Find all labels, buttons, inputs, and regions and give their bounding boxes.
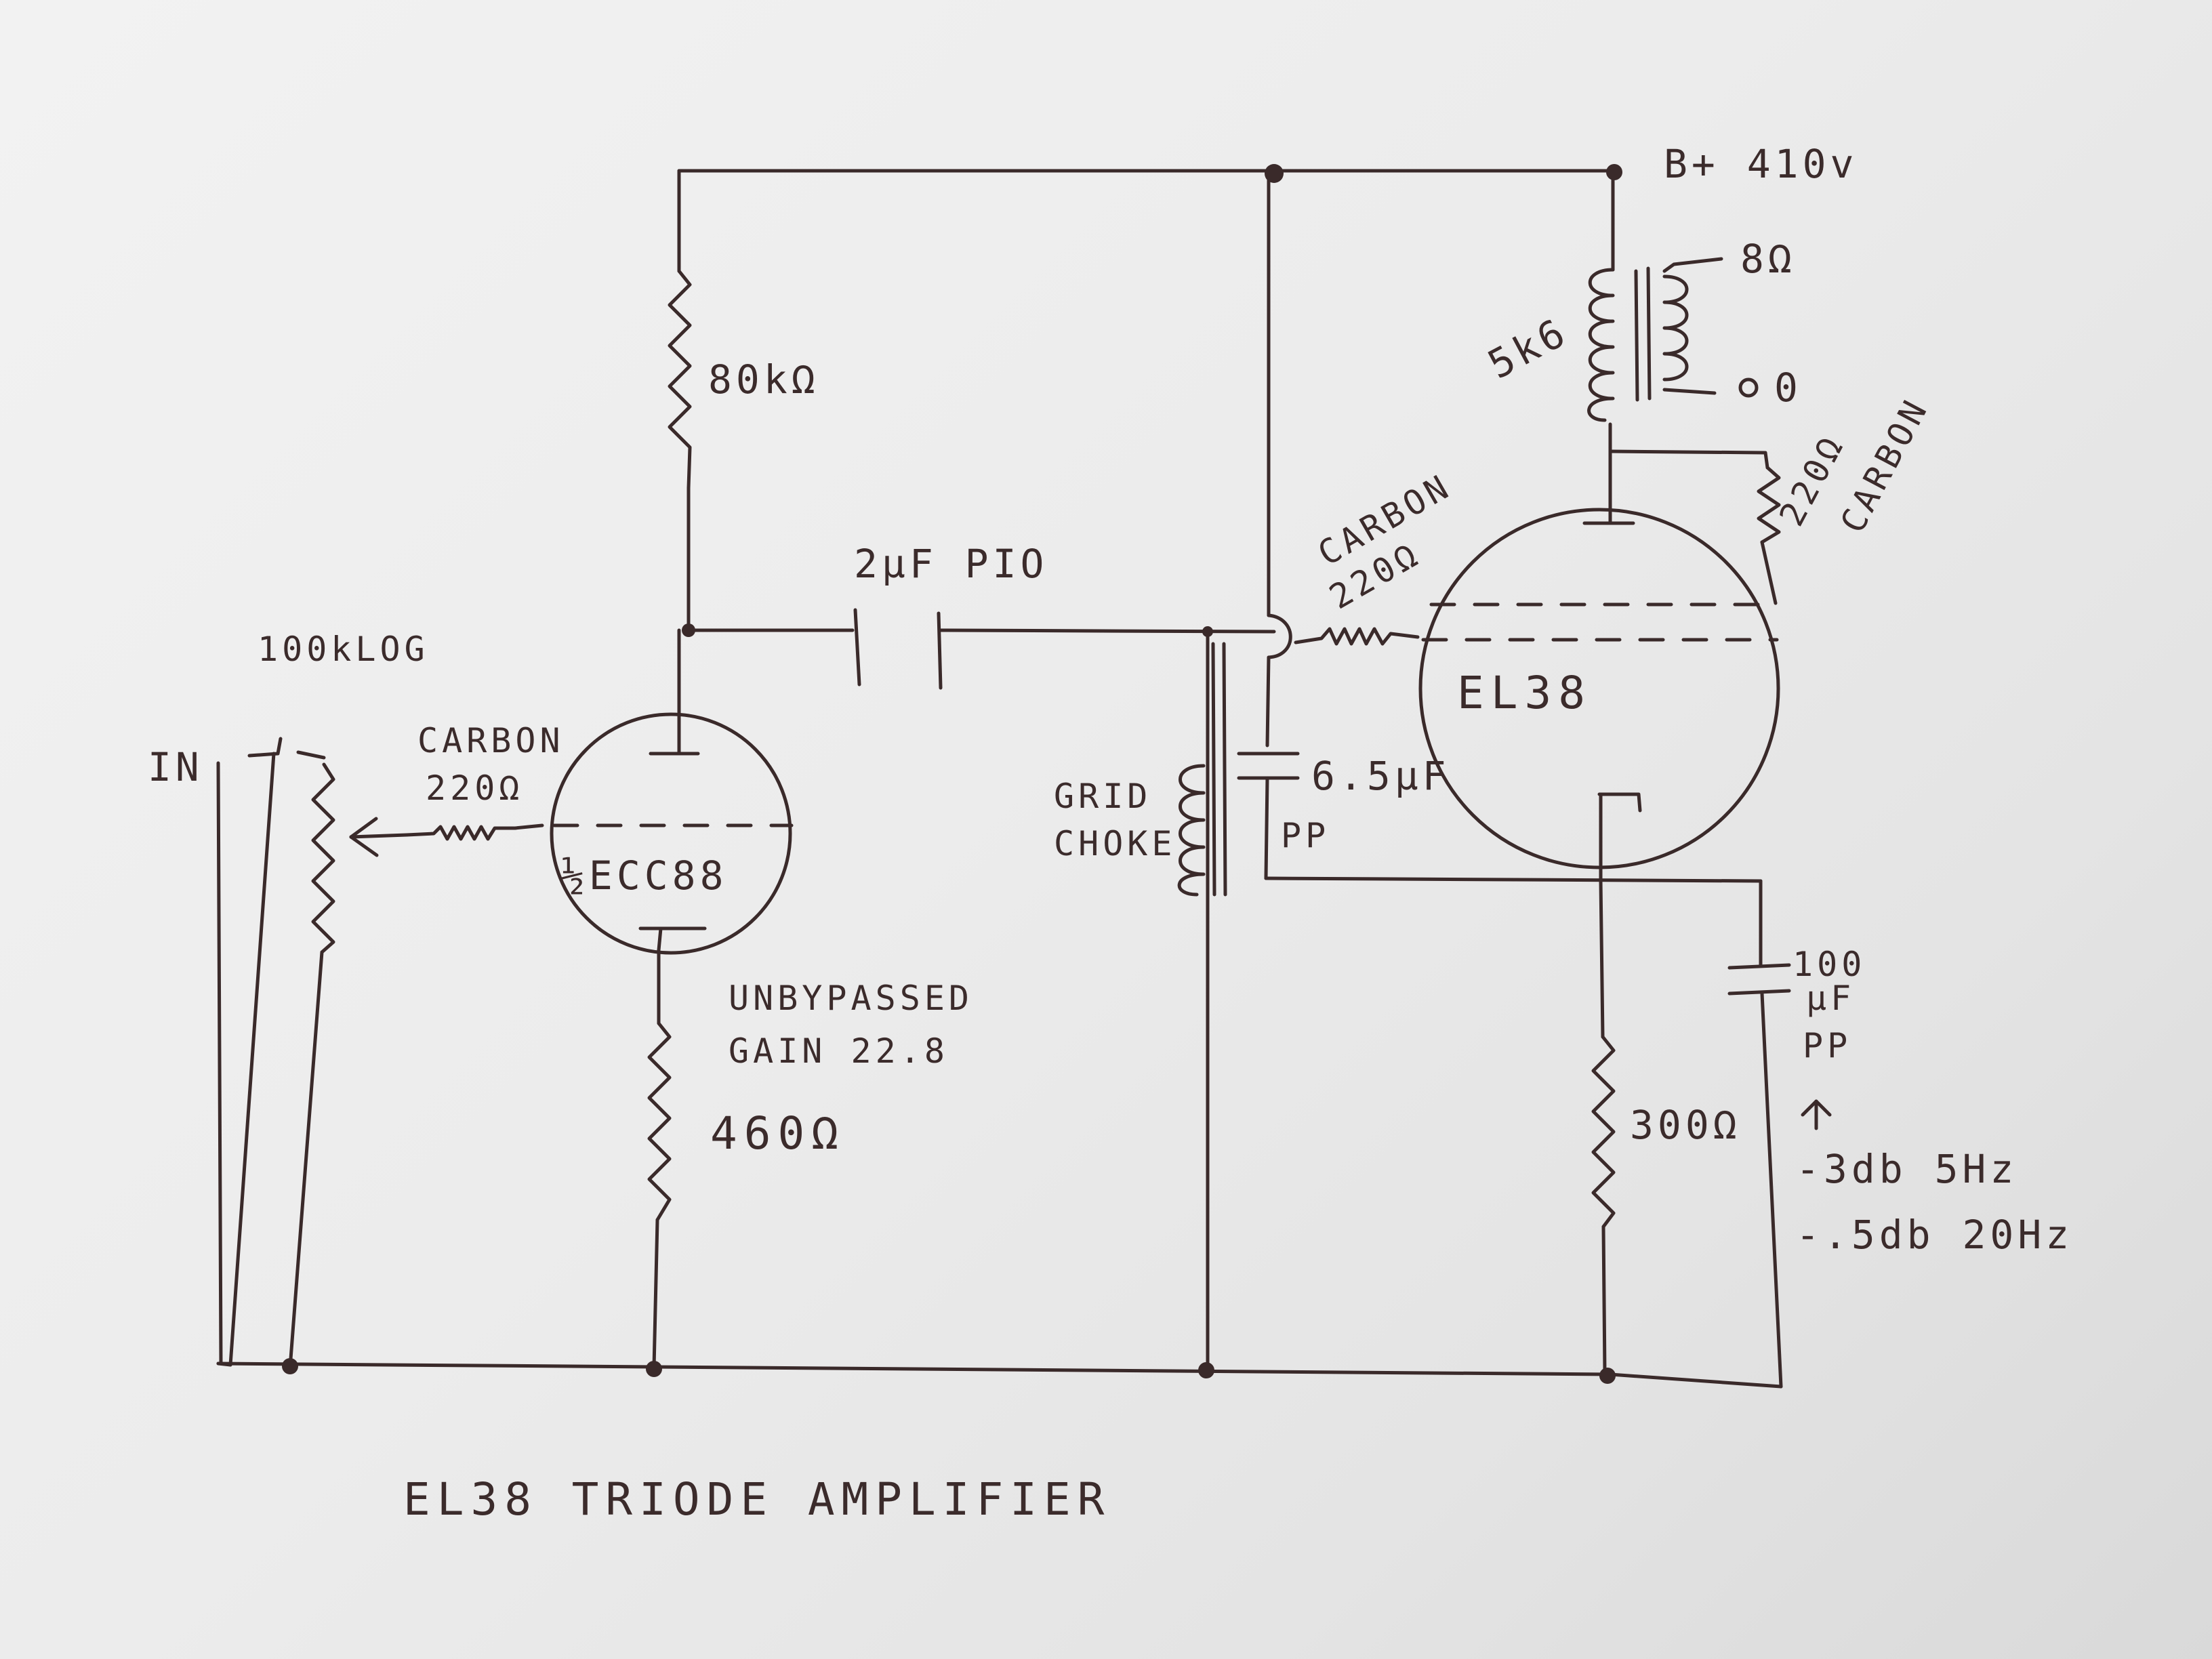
ecc88-tube (550, 628, 794, 955)
response-line-1: -3db 5Hz (1796, 1146, 2018, 1192)
grid-stopper-1-type: CARBON (417, 721, 565, 760)
cathode-resistor-460 (647, 948, 672, 1370)
ecc88-label: ½ECC88 (561, 853, 728, 899)
grid-stopper-2 (1294, 627, 1420, 646)
diagram-title: EL38 TRIODE AMPLIFIER (403, 1473, 1111, 1525)
cathode-bypass-cap (1608, 879, 1791, 1389)
screen-cap-value: 6.5μF (1311, 753, 1450, 799)
screen-stopper-right (1608, 449, 1781, 605)
el38-label: EL38 (1457, 667, 1592, 719)
gain-note: GAIN 22.8 (729, 1031, 949, 1071)
plate-resistor-label: 80kΩ (708, 356, 819, 403)
response-line-2: -.5db 20Hz (1796, 1212, 2073, 1258)
grid-choke-label-1: GRID (1054, 777, 1151, 816)
pot-label: 100kLOG (258, 630, 429, 669)
coupling-cap-label: 2μF PIO (854, 541, 1048, 587)
el38-tube (1418, 445, 1780, 883)
cathode-resistor-300 (1591, 879, 1616, 1375)
grid-choke (1177, 626, 1227, 1370)
input-label: IN (148, 744, 203, 790)
output-transformer (1587, 170, 1759, 449)
tap-high-label: 8Ω (1740, 236, 1796, 282)
tap-low-label: 0 (1774, 365, 1802, 411)
ground-rail (216, 761, 1616, 1384)
supply-rail (677, 164, 1622, 273)
bypass-cap-type: PP (1803, 1026, 1851, 1065)
coupling-capacitor (682, 608, 1276, 690)
cathode-resistor-2-label: 300Ω (1630, 1102, 1741, 1148)
grid-choke-label-2: CHOKE (1054, 824, 1176, 863)
bypass-cap-value: 100 (1793, 945, 1866, 984)
screen-supply (1237, 176, 1763, 883)
cathode-resistor-1-label: 460Ω (710, 1107, 845, 1160)
input-pot (228, 737, 409, 1370)
primary-label: 5k6 (1481, 308, 1576, 388)
plate-resistor-80k (668, 269, 692, 632)
supply-label: B+ 410v (1664, 141, 1858, 187)
unbypassed-note: UNBYPASSED (729, 979, 973, 1018)
response-arrow (1801, 1099, 1832, 1130)
screen-cap-type: PP (1281, 816, 1330, 855)
grid-stopper-1-value: 220Ω (426, 769, 523, 808)
bypass-cap-unit: μF (1806, 979, 1855, 1018)
screen-stopper-type: CARBON (1832, 391, 1936, 539)
grid-stopper-1 (405, 823, 544, 841)
